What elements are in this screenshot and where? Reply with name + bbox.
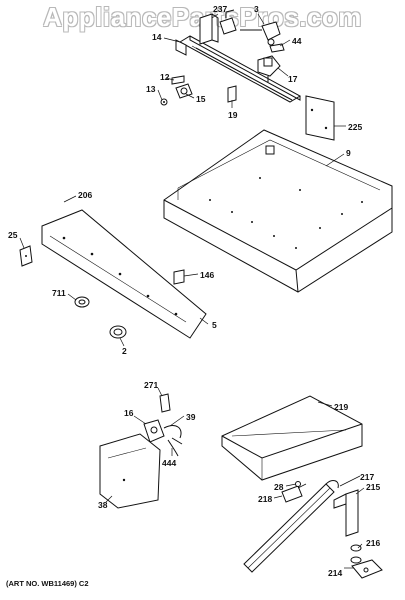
bracket-part-25[interactable] [19,245,33,267]
bracket-part-215[interactable] [333,489,359,537]
callout-28: 28 [274,482,284,492]
knob-part-2[interactable] [109,325,127,339]
screw-part-13[interactable] [160,98,168,106]
callout-25: 25 [8,230,18,240]
manifold-pipe[interactable] [178,35,302,103]
callout-237: 237 [213,4,227,14]
callout-271: 271 [144,380,158,390]
callout-219: 219 [334,402,348,412]
callout-9: 9 [346,148,351,158]
burner-baffle-part-219[interactable] [221,395,363,481]
grommet-part-711[interactable] [74,296,90,308]
callout-17: 17 [288,74,298,84]
art-number-label: (ART NO. WB11469) C2 [6,579,89,588]
callout-711: 711 [52,288,66,298]
callout-214: 214 [328,568,342,578]
callout-13: 13 [146,84,156,94]
valve-stem-part-12[interactable] [171,75,185,85]
burner-box-part-9[interactable] [163,129,393,293]
callout-3: 3 [254,4,259,14]
callout-444: 444 [162,458,176,468]
callout-15: 15 [196,94,206,104]
callout-44: 44 [292,36,302,46]
callout-206: 206 [78,190,92,200]
clip-part-19[interactable] [227,85,237,103]
callout-12: 12 [160,72,170,82]
callout-19: 19 [228,110,238,120]
switch-part-271[interactable] [159,393,171,413]
callout-39: 39 [186,412,196,422]
burner-valve-part-3[interactable] [240,21,281,46]
callout-216: 216 [366,538,380,548]
spring-part-444[interactable] [167,437,183,457]
callout-217: 217 [360,472,374,482]
burner-valve-part-237[interactable] [219,9,237,35]
callout-14: 14 [152,32,162,42]
bracket-part-38[interactable] [99,433,161,509]
igniter-part-218[interactable] [281,483,307,503]
valve-part-15[interactable] [175,83,193,99]
valve-switch-part-16[interactable] [143,419,165,443]
nut-part-216[interactable] [350,544,362,564]
bracket-part-225[interactable] [305,95,335,141]
manifold-panel-part-5[interactable] [41,209,207,339]
thermostat-valve-part-17[interactable] [257,55,281,82]
spacer-part-146[interactable] [173,269,185,285]
wire-part-39[interactable] [163,425,182,439]
callout-215: 215 [366,482,380,492]
callout-5: 5 [212,320,217,330]
callout-16: 16 [124,408,134,418]
burner-tube-part-217[interactable] [243,480,339,573]
callout-218: 218 [258,494,272,504]
bracket-part-214[interactable] [351,559,383,579]
callout-38: 38 [98,500,108,510]
callout-2: 2 [122,346,127,356]
callout-225: 225 [348,122,362,132]
callout-146: 146 [200,270,214,280]
screw-part-28[interactable] [295,481,301,487]
